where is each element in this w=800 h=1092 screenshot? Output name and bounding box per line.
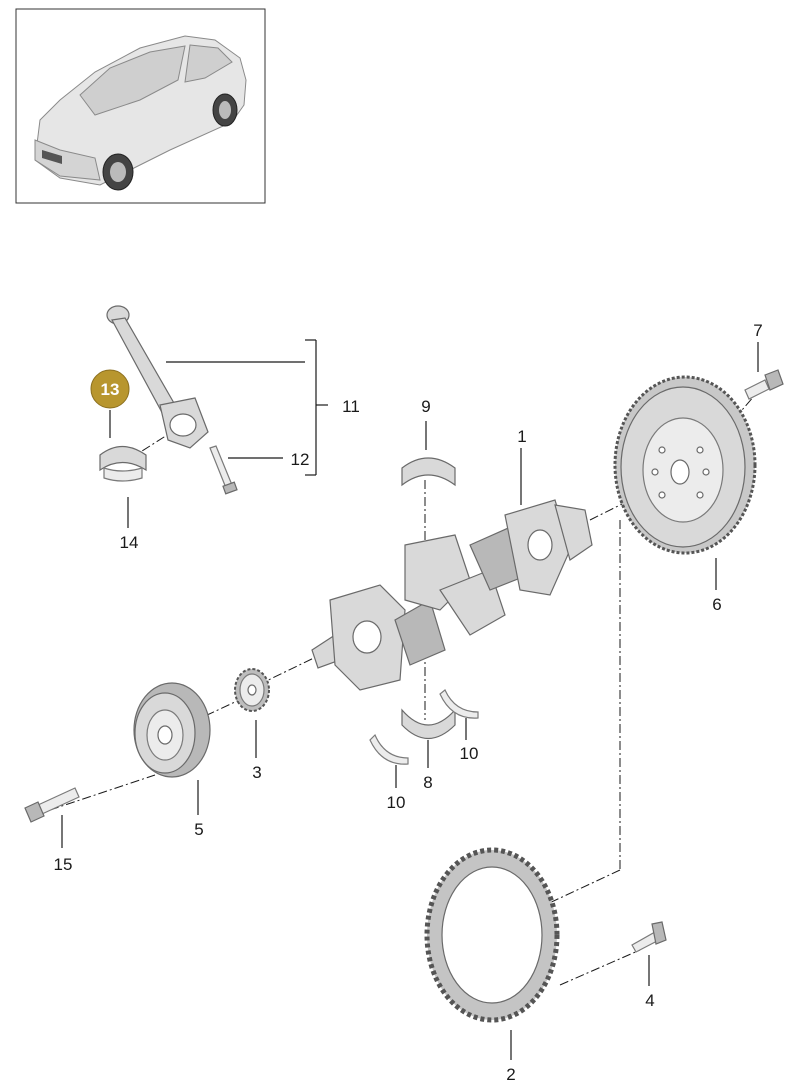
main-bearing-shell-lower[interactable] <box>401 708 456 739</box>
thrust-washer-right[interactable] <box>439 689 479 719</box>
connecting-rod[interactable] <box>106 305 209 449</box>
ring-gear-screw[interactable] <box>631 921 667 953</box>
rod-bearing-shell[interactable] <box>99 445 147 482</box>
car-suv-icon <box>34 35 247 191</box>
callout-6[interactable]: 6 <box>712 595 721 614</box>
callout-5[interactable]: 5 <box>194 820 203 839</box>
callout-13-highlighted[interactable]: 13 <box>90 369 130 409</box>
flywheel[interactable] <box>613 375 757 555</box>
callout-10-right[interactable]: 10 <box>460 744 479 763</box>
callout-8[interactable]: 8 <box>423 773 432 792</box>
callout-3[interactable]: 3 <box>252 763 261 782</box>
callout-13-badge <box>90 369 130 409</box>
vehicle-thumbnail[interactable] <box>15 8 266 204</box>
leader-lines <box>61 339 759 1060</box>
callout-9[interactable]: 9 <box>421 397 430 416</box>
rod-bolt[interactable] <box>209 445 238 495</box>
callout-1[interactable]: 1 <box>517 427 526 446</box>
callout-10-left[interactable]: 10 <box>387 793 406 812</box>
callout-12[interactable]: 12 <box>291 450 310 469</box>
main-bearing-shell-upper[interactable] <box>401 457 456 487</box>
vibration-damper[interactable] <box>133 682 211 778</box>
callout-4[interactable]: 4 <box>645 991 654 1010</box>
ring-gear[interactable] <box>424 847 560 1023</box>
callout-14[interactable]: 14 <box>120 533 139 552</box>
crank-sprocket[interactable] <box>234 668 270 712</box>
damper-bolt[interactable] <box>24 787 80 823</box>
callout-2[interactable]: 2 <box>506 1065 515 1084</box>
callout-7[interactable]: 7 <box>753 321 762 340</box>
crankshaft[interactable] <box>311 499 593 691</box>
callout-13: 13 <box>101 380 120 399</box>
callout-15[interactable]: 15 <box>54 855 73 874</box>
callout-labels: 1 2 3 4 5 6 7 8 9 10 10 11 12 13 14 15 <box>54 321 763 1084</box>
callout-11[interactable]: 11 <box>342 397 360 416</box>
thrust-washer-left[interactable] <box>369 733 409 765</box>
flywheel-bolt[interactable] <box>744 369 784 400</box>
